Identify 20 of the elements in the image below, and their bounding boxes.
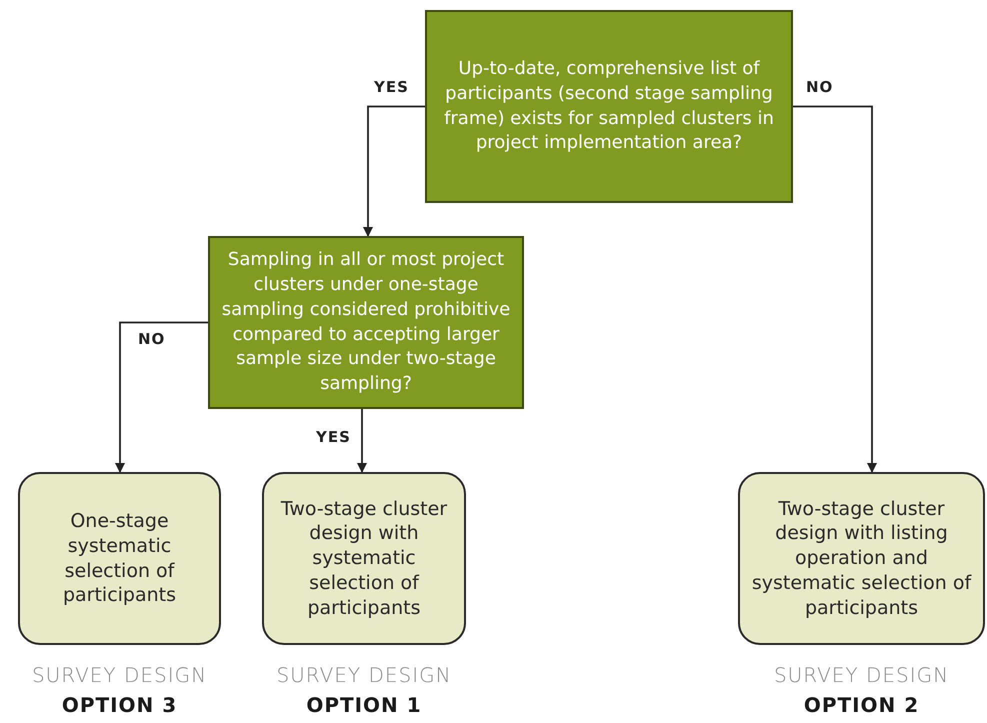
design-text: Two-stage cluster design with listing operation and systematic selection of participants — [750, 496, 972, 620]
option-label: OPTION 2 — [802, 693, 920, 717]
arrow — [363, 106, 425, 237]
design-text: One-stage systematic selection of participants — [62, 509, 178, 608]
design-text: Two-stage cluster design with systematic selection of participants — [280, 496, 448, 620]
option-label: OPTION 3 — [60, 693, 178, 717]
arrow — [793, 106, 877, 473]
outcome-box — [18, 472, 221, 645]
outcome-box — [262, 472, 466, 645]
decision-box — [425, 10, 793, 203]
question-text: Sampling in all or most project clusters under one-stage sampling considered prohibitive compared to accepting larger sample size under two-stage sampling? — [220, 248, 512, 396]
survey-design-label: SURVEY DESIGN — [275, 663, 453, 687]
arrow — [357, 409, 367, 473]
option-label: OPTION 1 — [305, 693, 423, 717]
question-text: Up-to-date, comprehensive list of participants (second stage sampling frame) exists for sampled clusters in project implementation area? — [443, 56, 775, 156]
arrow — [115, 322, 208, 473]
survey-design-label: SURVEY DESIGN — [772, 663, 950, 687]
outcome-box — [738, 472, 985, 645]
decision-box — [208, 236, 524, 409]
survey-design-label: SURVEY DESIGN — [30, 663, 208, 687]
